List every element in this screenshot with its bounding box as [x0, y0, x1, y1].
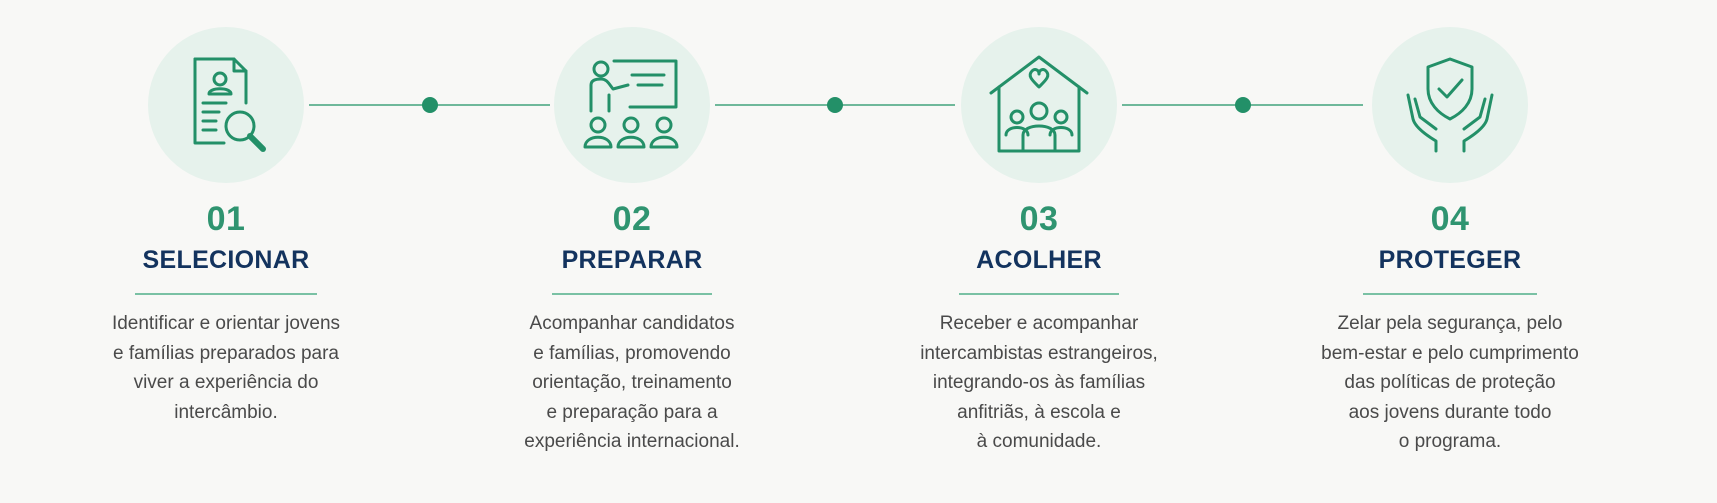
hands-shield-check-icon: [1406, 57, 1494, 153]
description-line: e preparação para a: [546, 401, 718, 423]
description-line: Identificar e orientar jovens: [111, 313, 341, 334]
step-description: Zelar pela segurança, pelo bem-estar e p…: [1290, 309, 1610, 457]
description-line: Zelar pela segurança, pelo: [1337, 313, 1563, 334]
step-title: PROTEGER: [1378, 246, 1522, 274]
description-line: e famílias, promovendo: [533, 342, 731, 364]
step-icon-circle: [1372, 27, 1528, 183]
description-line: viver a experiência do: [133, 372, 319, 393]
presentation-training-icon: [583, 59, 679, 149]
step-divider: [959, 293, 1119, 295]
description-line: à comunidade.: [976, 431, 1102, 452]
description-line: bem-estar e pelo cumprimento: [1321, 342, 1579, 364]
description-line: Receber e acompanhar: [939, 313, 1139, 334]
connector-dot: [827, 97, 843, 113]
document-search-icon: [193, 57, 266, 152]
step-description: Receber e acompanhar intercambistas estr…: [879, 309, 1199, 457]
step-description: Acompanhar candidatos e famílias, promov…: [472, 309, 792, 457]
connector-dot: [421, 97, 438, 113]
step-description: Identificar e orientar jovens e famílias…: [66, 309, 386, 427]
description-line: intercâmbio.: [174, 401, 278, 423]
connector-3-4: [1122, 97, 1363, 113]
description-line: aos jovens durante todo: [1348, 401, 1552, 423]
description-line: intercambistas estrangeiros,: [920, 342, 1158, 364]
step-icon-circle: [961, 27, 1117, 183]
description-line: das políticas de proteção: [1344, 372, 1556, 393]
description-line: experiência internacional.: [524, 431, 740, 452]
step-divider: [1363, 293, 1537, 295]
step-number: 03: [1019, 200, 1059, 238]
step-divider: [135, 293, 317, 295]
step-title: ACOLHER: [976, 246, 1102, 274]
description-line: o programa.: [1398, 431, 1502, 452]
step-icon-circle: [148, 27, 304, 183]
connector-dot: [1234, 97, 1251, 113]
step-title: PREPARAR: [561, 246, 703, 274]
step-icon-circle: [554, 27, 710, 183]
step-number: 02: [612, 200, 652, 238]
step-number: 01: [206, 200, 246, 238]
description-line: anfitriãs, à escola e: [957, 401, 1121, 423]
step-title: SELECIONAR: [142, 246, 310, 274]
connector-1-2: [309, 97, 550, 113]
description-line: orientação, treinamento: [532, 372, 732, 393]
step-number: 04: [1430, 200, 1470, 238]
description-line: Acompanhar candidatos: [529, 313, 735, 334]
description-line: e famílias preparados para: [112, 342, 339, 364]
connector-2-3: [715, 97, 955, 113]
house-family-heart-icon: [989, 55, 1089, 153]
description-line: integrando-os às famílias: [932, 372, 1146, 393]
step-divider: [552, 293, 712, 295]
